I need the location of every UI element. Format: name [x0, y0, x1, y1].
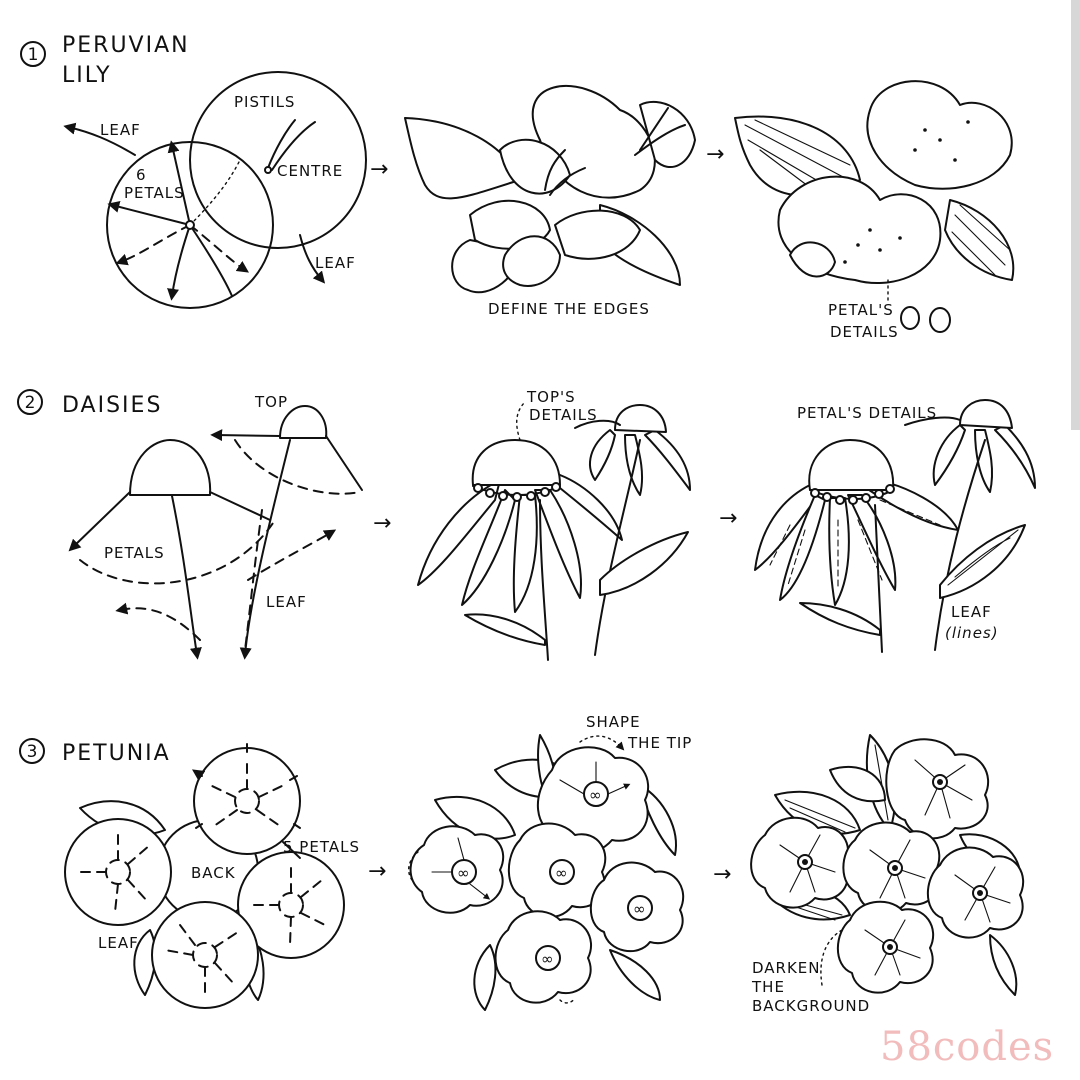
section-number: 2	[25, 393, 36, 413]
lily-detailed-drawing: PETAL'S DETAILS	[734, 80, 1015, 341]
petunia-detailed-drawing: DARKEN THE BACKGROUND	[750, 734, 1025, 1015]
label-petals: PETALS	[124, 184, 185, 202]
daisy-detailed-drawing: PETAL'S DETAILS LEAF (lines)	[754, 399, 1036, 653]
caption-darken-background: DARKEN	[752, 959, 821, 977]
caption-leaf: LEAF	[951, 603, 992, 621]
section-number: 3	[27, 742, 38, 762]
step-arrow: →	[368, 859, 388, 884]
step-arrow: →	[713, 862, 733, 887]
caption-tops-details: TOP'S	[526, 388, 576, 406]
label-petal-count: 6	[136, 166, 147, 184]
lily-outline-drawing: DEFINE THE EDGES	[404, 85, 696, 318]
scrollbar[interactable]	[1071, 0, 1080, 430]
section-title: PERUVIAN	[62, 33, 190, 58]
svg-text:∞: ∞	[633, 900, 647, 918]
daisy-outline-drawing: TOP'S DETAILS	[417, 388, 691, 661]
section-number-badge: 2	[17, 389, 43, 415]
label-petals: PETALS	[104, 544, 165, 562]
label-leaf: LEAF	[266, 593, 307, 611]
section-number-badge: 1	[20, 41, 46, 67]
caption-leaf-lines: (lines)	[945, 624, 999, 642]
caption-petal-details-line2: DETAILS	[830, 323, 899, 341]
petunia-construction-sketch: BACK 5 PETALS LEAF	[64, 743, 360, 1009]
section-title-line2: LILY	[62, 63, 112, 88]
caption-darken-background-line3: BACKGROUND	[752, 997, 870, 1015]
caption-petal-details: PETAL'S DETAILS	[797, 404, 937, 422]
lily-construction-sketch: LEAF 6 PETALS PISTILS CENTRE LEAF	[63, 71, 367, 309]
label-pistils: PISTILS	[234, 93, 295, 111]
step-arrow: →	[719, 506, 739, 531]
section-title: DAISIES	[62, 393, 162, 418]
section-petunia: 3 PETUNIA BACK 5 PETALS LEAF →	[19, 713, 1025, 1015]
petunia-outline-drawing: ∞ ∞ ∞ ∞ ∞ SHAPE THE TIP	[408, 713, 692, 1011]
caption-tops-details-line2: DETAILS	[529, 406, 598, 424]
svg-text:∞: ∞	[541, 950, 555, 968]
label-five-petals: 5 PETALS	[283, 838, 360, 856]
daisy-construction-sketch: TOP PETALS LEAF	[68, 393, 363, 660]
caption-define-edges: DEFINE THE EDGES	[488, 300, 650, 318]
section-number: 1	[28, 45, 39, 65]
svg-text:∞: ∞	[555, 864, 569, 882]
step-arrow: →	[373, 511, 393, 536]
caption-shape-the-tip: SHAPE	[586, 713, 641, 731]
watermark-text: 58codes	[880, 1024, 1054, 1070]
step-arrow: →	[706, 142, 726, 167]
svg-text:∞: ∞	[457, 864, 471, 882]
caption-darken-background-line2: THE	[751, 978, 785, 996]
label-top: TOP	[254, 393, 288, 411]
label-back: BACK	[191, 864, 236, 882]
label-centre: CENTRE	[277, 162, 343, 180]
caption-petal-details: PETAL'S	[828, 301, 894, 319]
step-arrow: →	[370, 157, 390, 182]
svg-text:∞: ∞	[589, 786, 603, 804]
caption-shape-the-tip-line2: THE TIP	[627, 734, 692, 752]
section-peruvian-lily: 1 PERUVIAN LILY LEAF 6 PETALS PISTILS CE…	[20, 33, 1015, 341]
label-leaf-bottom: LEAF	[315, 254, 356, 272]
section-number-badge: 3	[19, 738, 45, 764]
section-title: PETUNIA	[62, 741, 171, 766]
section-daisies: 2 DAISIES TOP PETALS LEAF →	[17, 388, 1036, 661]
label-leaf: LEAF	[98, 934, 139, 952]
label-leaf: LEAF	[100, 121, 141, 139]
